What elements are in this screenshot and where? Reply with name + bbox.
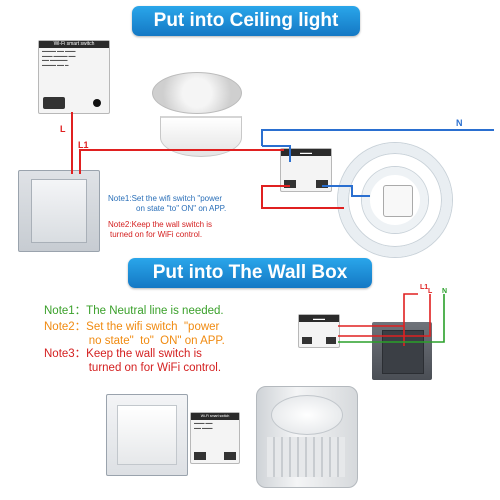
module-button	[93, 99, 101, 107]
module-terminal	[284, 180, 296, 188]
wire-label-n-wallbox: N	[442, 288, 448, 295]
module-title: Wi-Fi smart switch	[191, 413, 239, 420]
wall-box-opening	[271, 395, 343, 435]
module-spec-text: ▬▬▬▬ ▬▬ ▬▬▬▬▬▬ ▬▬▬▬ ▬▬▬▬ ▬▬▬▬▬▬▬▬▬ ▬▬ ▬	[42, 49, 76, 67]
wire-label-n: N	[456, 118, 463, 128]
ceiling-note2: Note2:Keep the wall switch is turned on …	[108, 220, 268, 240]
wall-switch-bottom	[106, 394, 188, 476]
wall-box-icon	[256, 386, 358, 488]
wall-switch-ceiling	[18, 170, 100, 252]
ceiling-note2-line1: Note2:Keep the wall switch is	[108, 220, 213, 229]
wall-box-ribs	[267, 437, 345, 477]
module-terminal	[302, 337, 312, 344]
wall-switch-rocker	[31, 179, 87, 243]
ceiling-banner: Put into Ceiling light	[132, 6, 360, 36]
wallbox-note2: Note2：Set the wifi switch "power no stat…	[44, 321, 225, 347]
ceiling-note1: Note1:Set the wifi switch "power on stat…	[108, 194, 268, 214]
led-ring-icon	[338, 143, 452, 257]
module-terminal	[224, 452, 236, 460]
module-terminal	[194, 452, 206, 460]
wire-label-l1-wallbox: L1	[420, 284, 429, 291]
module-title-small: ▬▬▬	[281, 149, 331, 156]
wire-label-l-wallbox: L	[428, 288, 433, 295]
ceiling-note1-line1: Note1:Set the wifi switch "power	[108, 194, 222, 203]
wall-panel-plate	[382, 330, 424, 374]
module-title: Wi-Fi smart switch	[39, 41, 109, 48]
module-title-small: ▬▬▬	[299, 315, 339, 322]
wallbox-note3: Note3：Keep the wall switch is turned on …	[44, 348, 222, 374]
wire-label-l1: L1	[78, 140, 89, 150]
smart-switch-module-ceiling: ▬▬▬	[280, 148, 332, 192]
module-terminal	[316, 180, 328, 188]
led-driver-icon	[383, 185, 413, 217]
wall-panel-dark	[372, 322, 432, 380]
ceiling-note2-line2: turned on for WiFi control.	[110, 230, 203, 239]
smart-switch-module-bottom: Wi-Fi smart switch ▬▬▬ ▬▬▬▬ ▬▬▬	[190, 412, 240, 464]
module-spec-text: ▬▬▬ ▬▬▬▬ ▬▬▬	[194, 421, 213, 430]
module-terminal	[326, 337, 336, 344]
wallbox-banner: Put into The Wall Box	[128, 258, 372, 288]
smart-switch-module-top: Wi-Fi smart switch ▬▬▬▬ ▬▬ ▬▬▬▬▬▬ ▬▬▬▬ ▬…	[38, 40, 110, 114]
led-ring-inner-icon	[362, 167, 428, 233]
ceiling-note1-line2: on state "to" ON" on APP.	[136, 204, 227, 213]
ceiling-lamp-fixture-icon	[152, 72, 242, 114]
module-terminal-left	[43, 97, 65, 109]
smart-switch-module-wallbox: ▬▬▬	[298, 314, 340, 348]
wallbox-note1: Note1：The Neutral line is needed.	[44, 305, 224, 317]
wall-switch-rocker	[117, 405, 177, 465]
wire-label-l: L	[60, 124, 66, 134]
